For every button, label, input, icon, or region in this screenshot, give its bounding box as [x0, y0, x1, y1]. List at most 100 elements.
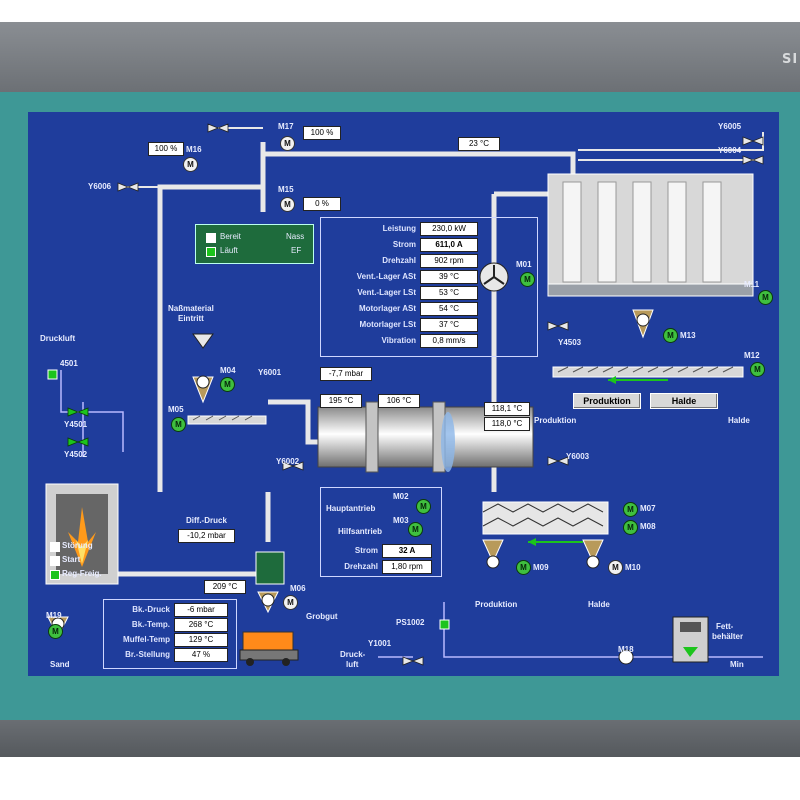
druck-label: Druck-	[340, 650, 366, 659]
luft-label: luft	[346, 660, 359, 669]
burner-row-value: 129 °C	[174, 633, 228, 647]
strom-value: 32 A	[382, 544, 432, 558]
bezel-bottom	[0, 720, 800, 757]
motor-m17[interactable]: M	[280, 136, 295, 151]
fan-row-label: Motorlager ASt	[358, 304, 416, 313]
valve-y6001-tag: Y6001	[258, 368, 282, 377]
motor-m04-tag: M04	[220, 366, 236, 375]
motor-m10[interactable]: M	[608, 560, 623, 575]
halde-label-bottom: Halde	[588, 600, 610, 609]
strom-label: Strom	[354, 546, 378, 555]
produktion-label-bottom: Produktion	[475, 600, 518, 609]
motor-m15-tag: M15	[278, 185, 294, 194]
fan-row-value: 54 °C	[420, 302, 478, 316]
screw-conveyor-m05	[187, 415, 267, 425]
motor-m15[interactable]: M	[280, 197, 295, 212]
ps1002-sensor	[439, 619, 450, 630]
status-box: Bereit Läuft Nass EF	[195, 224, 314, 264]
sensor-4501-tag: 4501	[60, 359, 78, 368]
laeuft-label: Läuft	[220, 246, 238, 255]
halde-button[interactable]: Halde	[650, 393, 718, 409]
stoerung-label: Störung	[62, 541, 93, 550]
motor-m13-tag: M13	[680, 331, 696, 340]
motor-m16[interactable]: M	[183, 157, 198, 172]
reg-freig-indicator	[50, 570, 60, 580]
hauptantrieb-label: Hauptantrieb	[326, 504, 376, 513]
valves-green	[67, 407, 89, 447]
fan-row-label: Vent.-Lager LSt	[357, 288, 416, 297]
burner-row-value: 268 °C	[174, 618, 228, 632]
burner-row-label: Bk.-Temp.	[131, 620, 170, 629]
motor-m11-tag: M11	[744, 280, 760, 289]
rotary-feeders	[51, 313, 650, 665]
burner-row-label: Muffel-Temp	[123, 635, 170, 644]
motor-m06-tag: M06	[290, 584, 306, 593]
fan-row-value: 39 °C	[420, 270, 478, 284]
burner-unit	[45, 483, 119, 585]
valve-y4502-tag: Y4502	[64, 450, 88, 459]
cyclone-box	[255, 551, 285, 585]
m17-percent: 100 %	[303, 126, 341, 140]
drehzahl-label: Drehzahl	[344, 562, 378, 571]
brand-logo: SI	[782, 52, 799, 67]
pressure-sensor	[47, 369, 58, 380]
temp-118-0: 118,0 °C	[484, 417, 530, 431]
min-label: Min	[730, 660, 744, 669]
m16-percent: 100 %	[148, 142, 184, 156]
motor-m06[interactable]: M	[283, 595, 298, 610]
motor-m19-tag: M19	[46, 611, 62, 620]
fan-row-value: 53 °C	[420, 286, 478, 300]
diff-druck-label: Diff.-Druck	[186, 516, 227, 525]
valve-y6005-tag: Y6005	[718, 122, 742, 131]
fan-row-label: Motorlager LSt	[359, 320, 416, 329]
motor-m01-tag: M01	[516, 260, 532, 269]
fett-label: Fett-	[716, 622, 734, 631]
fan-row-value: 902 rpm	[420, 254, 478, 268]
motor-m04[interactable]: M	[220, 377, 235, 392]
bereit-indicator	[206, 233, 216, 243]
motor-m02[interactable]: M	[416, 499, 431, 514]
screw-conveyor-m12	[552, 366, 744, 384]
motor-m07[interactable]: M	[623, 502, 638, 517]
motor-m07-tag: M07	[640, 504, 656, 513]
motor-m01[interactable]: M	[520, 272, 535, 287]
motor-m11[interactable]: M	[758, 290, 773, 305]
motor-m09[interactable]: M	[516, 560, 531, 575]
grease-tank	[672, 616, 709, 663]
process-diagram	[45, 123, 764, 666]
fan-row-label: Drehzahl	[382, 256, 416, 265]
burner-row-value: 47 %	[174, 648, 228, 662]
motor-m12[interactable]: M	[750, 362, 765, 377]
motor-m03[interactable]: M	[408, 522, 423, 537]
druckluft-label: Druckluft	[40, 334, 76, 343]
fan-row-label: Vent.-Lager ASt	[356, 272, 416, 281]
fan-data-panel	[320, 217, 538, 357]
nassmaterial-label: Naßmaterial	[168, 304, 214, 313]
valves	[117, 123, 764, 666]
diff-druck-value: -10,2 mbar	[178, 529, 235, 543]
motor-m08[interactable]: M	[623, 520, 638, 535]
hmi-screen: 100 % 100 % 0 % 23 °C M M17 M M16 M M15 …	[28, 112, 779, 676]
fan-row-label: Strom	[392, 240, 416, 249]
motor-m19[interactable]: M	[48, 624, 63, 639]
produktion-button[interactable]: Produktion	[573, 393, 641, 409]
motor-m05[interactable]: M	[171, 417, 186, 432]
fan-row-value: 230,0 kW	[420, 222, 478, 236]
grobgut-label: Grobgut	[306, 612, 338, 621]
start-label: Start	[62, 555, 81, 564]
drehzahl-value: 1,80 rpm	[382, 560, 432, 574]
hilfsantrieb-label: Hilfsantrieb	[338, 527, 383, 536]
discharge-hoppers	[47, 309, 654, 639]
temp-209: 209 °C	[204, 580, 246, 594]
valve-y1001-tag: Y1001	[368, 639, 392, 648]
nass-label: Nass	[286, 232, 305, 241]
motor-m10-tag: M10	[625, 563, 641, 572]
motor-m12-tag: M12	[744, 351, 760, 360]
laeuft-indicator	[206, 247, 216, 257]
reg-freig-label: Reg-Freig.	[62, 569, 102, 578]
fan-row-label: Vibration	[381, 336, 416, 345]
drive-panel	[320, 487, 442, 577]
motor-m13[interactable]: M	[663, 328, 678, 343]
valve-y6002-tag: Y6002	[276, 457, 300, 466]
motor-m03-tag: M03	[393, 516, 409, 525]
